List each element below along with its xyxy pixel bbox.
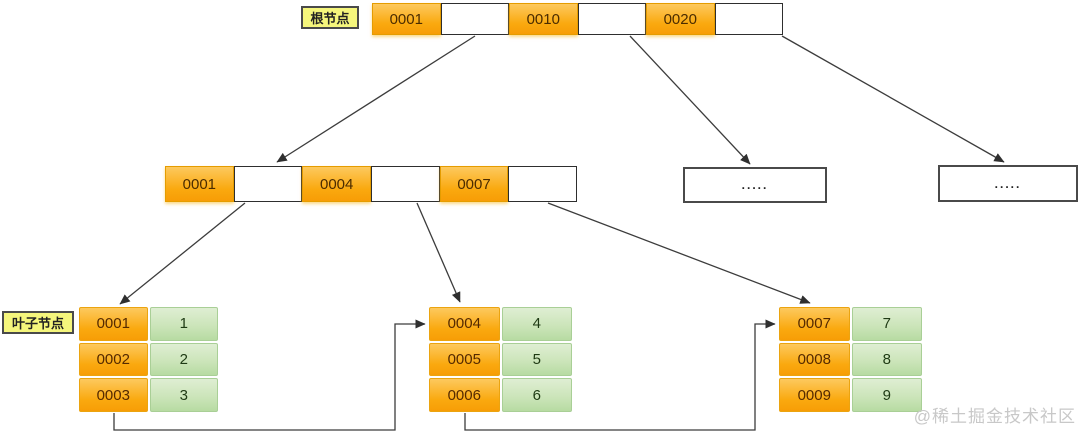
key-cell: 0007 [439, 166, 509, 202]
edge-root-to-internal [276, 35, 476, 163]
leaf-key-cell: 0006 [429, 378, 500, 412]
leaf-key-cell: 0007 [779, 307, 850, 341]
leaf-key-cell: 0004 [429, 307, 500, 341]
key-cell: 0010 [509, 3, 578, 35]
internal-node: 0001 0004 0007 [165, 166, 578, 202]
leaf-value-cell: 9 [851, 378, 922, 412]
leaf-value-cell: 6 [501, 378, 572, 412]
key-cell: 0020 [646, 3, 715, 35]
pointer-cell [371, 166, 440, 202]
pointer-cell [577, 3, 646, 35]
root-node: 0001 0010 0020 [372, 3, 783, 35]
leaf-key-cell: 0009 [779, 378, 850, 412]
leaf-value-cell: 2 [149, 342, 218, 377]
leaf-value-cell: 4 [501, 307, 572, 341]
edge-internal-to-leaf-3 [547, 202, 811, 304]
leaf-value-cell: 1 [149, 307, 218, 341]
pointer-cell [508, 166, 578, 202]
leaf-value-cell: 8 [851, 342, 922, 377]
watermark: @稀土掘金技术社区 [913, 407, 1076, 426]
edge-root-to-ellipsis-2 [781, 35, 1005, 163]
key-cell: 0001 [372, 3, 441, 35]
leaf-key-cell: 0002 [79, 342, 148, 377]
key-cell: 0004 [302, 166, 372, 202]
pointer-cell [440, 3, 509, 35]
leaf-value-cell: 5 [501, 342, 572, 377]
leaf-value-cell: 3 [149, 378, 218, 412]
leaf-link-2-to-3 [464, 319, 776, 431]
edge-internal-to-leaf-2 [416, 202, 461, 303]
root-node-label: 根节点 [301, 6, 359, 29]
leaf-value-cell: 7 [851, 307, 922, 341]
ellipsis-node-2: ..... [938, 165, 1078, 202]
edge-internal-to-leaf-1 [119, 202, 246, 305]
leaf-key-cell: 0003 [79, 378, 148, 412]
ellipsis-node-1: ..... [683, 167, 827, 203]
leaf-key-cell: 0005 [429, 342, 500, 377]
pointer-cell [714, 3, 783, 35]
leaf-node-label: 叶子节点 [2, 311, 74, 334]
pointer-cell [233, 166, 303, 202]
leaf-link-1-to-2 [113, 319, 426, 431]
leaf-key-cell: 0008 [779, 342, 850, 377]
key-cell: 0001 [165, 166, 234, 202]
leaf-key-cell: 0001 [79, 307, 148, 341]
edge-root-to-ellipsis-1 [629, 35, 751, 165]
